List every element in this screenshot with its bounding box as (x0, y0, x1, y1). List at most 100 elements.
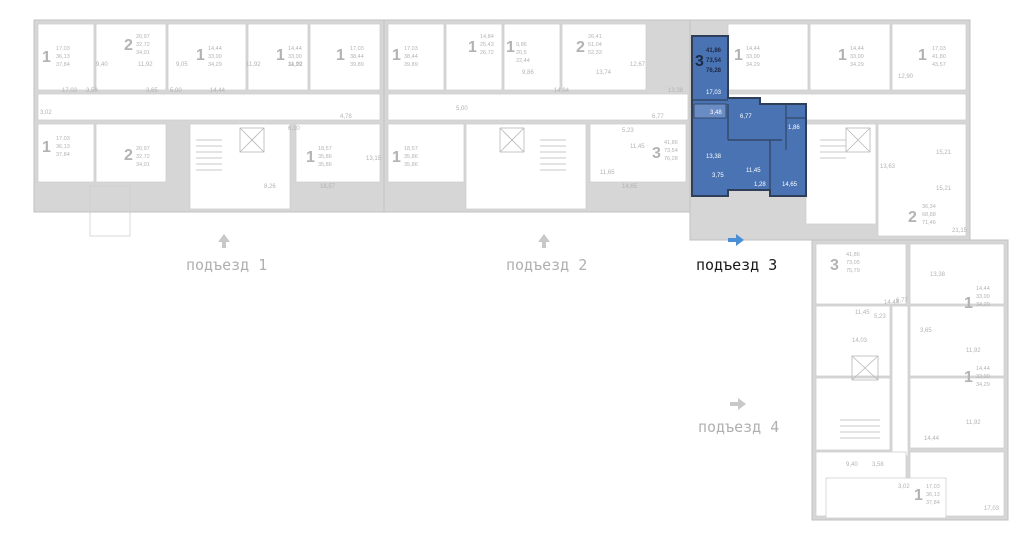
apartment-cell[interactable] (909, 243, 1005, 305)
apartment-area: 35,86 (404, 154, 418, 160)
apartment-area: 76,28 (664, 156, 678, 162)
apartment-cell[interactable] (909, 377, 1005, 449)
apartment-area: 73,05 (846, 260, 860, 266)
room-area: 3,48 (710, 110, 722, 116)
apartment-cell[interactable] (37, 123, 95, 183)
svg-text:3,65: 3,65 (146, 88, 158, 94)
apartment-area: 34,01 (136, 162, 150, 168)
svg-text:3,02: 3,02 (40, 110, 52, 116)
apartment-area: 17,03 (56, 136, 70, 142)
highlighted-area-living: 41,86 (706, 48, 722, 54)
apartment-cell[interactable] (589, 123, 687, 183)
apartment-rooms: 1 (838, 47, 847, 64)
entrance-2[interactable]: подъезд 2 (506, 234, 587, 274)
apartment-cell[interactable] (95, 123, 167, 183)
svg-text:3,58: 3,58 (872, 462, 884, 468)
apartment-cell[interactable] (387, 23, 445, 91)
svg-text:11,92: 11,92 (966, 420, 981, 426)
apartment-cell[interactable] (37, 23, 95, 91)
svg-text:17,03: 17,03 (62, 88, 78, 94)
apartment-cell[interactable] (825, 477, 947, 519)
entrance-3[interactable]: подъезд 3 (696, 234, 777, 274)
apartment-area: 20,97 (136, 146, 150, 152)
apartment-area: 37,84 (926, 500, 940, 506)
apartment-cell[interactable] (727, 23, 809, 91)
apartment-area: 73,54 (664, 148, 678, 154)
arrow-right-icon (728, 234, 744, 246)
apartment-area: 33,00 (746, 54, 760, 60)
apartment-area: 39,89 (404, 62, 418, 68)
apartment-area: 52,33 (588, 50, 602, 56)
apartment-rooms: 1 (392, 47, 401, 64)
apartment-area: 36,13 (56, 54, 70, 60)
apartment-cell[interactable] (167, 23, 247, 91)
apartment-area: 18,57 (404, 146, 418, 152)
apartment-cell[interactable] (891, 23, 967, 91)
apartment-area: 34,29 (746, 62, 760, 68)
entrance-label: подъезд 1 (186, 256, 267, 274)
highlighted-rooms-count: 3 (695, 53, 704, 70)
apartment-cell[interactable] (247, 23, 309, 91)
svg-text:11,92: 11,92 (246, 62, 261, 68)
apartment-cell[interactable] (309, 23, 381, 91)
apartment-rooms: 3 (652, 145, 661, 162)
apartment-area: 32,72 (136, 42, 150, 48)
highlighted-apartment[interactable]: 3 41,86 73,54 76,28 17,03 6,77 13,38 11,… (691, 35, 807, 197)
apartment-cell[interactable] (809, 23, 891, 91)
apartment-area: 35,86 (404, 162, 418, 168)
svg-text:11,92: 11,92 (966, 348, 981, 354)
svg-text:6,77: 6,77 (652, 114, 664, 120)
apartment-cell[interactable] (445, 23, 503, 91)
apartment-area: 37,84 (56, 152, 70, 158)
entrance-4[interactable]: подъезд 4 (698, 398, 779, 436)
entrance-label: подъезд 2 (506, 256, 587, 274)
apartment-cell[interactable] (95, 23, 167, 91)
apartment-rooms: 1 (964, 295, 973, 312)
apartment-cell[interactable] (909, 305, 1005, 377)
svg-text:14,44: 14,44 (884, 300, 900, 306)
apartment-rooms: 3 (830, 257, 839, 274)
room-area: 13,38 (706, 154, 722, 160)
svg-text:14,65: 14,65 (622, 184, 638, 190)
entrance-1[interactable]: подъезд 1 (186, 234, 267, 274)
svg-text:6,10: 6,10 (288, 126, 300, 132)
apartment-area: 14,44 (976, 366, 990, 372)
apartment-area: 41,86 (846, 252, 860, 258)
apartment-cell[interactable] (877, 123, 967, 237)
apartment-area: 32,72 (136, 154, 150, 160)
apartment-area: 25,43 (480, 42, 494, 48)
room-labels: 17,03 9,40 3,58 3,02 11,92 9,05 5,00 3,6… (40, 62, 1000, 512)
svg-text:18,57: 18,57 (320, 184, 336, 190)
svg-text:9,40: 9,40 (96, 62, 108, 68)
svg-text:12,67: 12,67 (630, 62, 646, 68)
apartment-area: 33,00 (850, 54, 864, 60)
apartment-area: 34,29 (976, 302, 990, 308)
svg-text:5,00: 5,00 (170, 88, 182, 94)
apartment-area: 9,86 (516, 42, 527, 48)
apartment-area: 22,44 (516, 58, 530, 64)
apartment-area: 34,01 (136, 50, 150, 56)
svg-text:9,40: 9,40 (846, 462, 858, 468)
svg-text:14,44: 14,44 (924, 436, 940, 442)
apartment-area: 71,46 (922, 220, 936, 226)
highlighted-area-total: 73,54 (706, 58, 722, 64)
apartment-cell[interactable] (503, 23, 561, 91)
apartment-cell[interactable] (295, 123, 381, 183)
apartment-area: 17,03 (350, 46, 364, 52)
svg-text:14,44: 14,44 (210, 88, 226, 94)
svg-text:5,23: 5,23 (622, 128, 634, 134)
apartment-area: 14,44 (288, 46, 302, 52)
apartment-area: 17,03 (56, 46, 70, 52)
apartment-rooms: 2 (576, 39, 585, 56)
apartment-rooms: 1 (468, 39, 477, 56)
apartment-area: 17,03 (926, 484, 940, 490)
svg-text:13,74: 13,74 (596, 70, 612, 76)
apartment-cell[interactable] (387, 123, 465, 183)
svg-text:13,38: 13,38 (668, 88, 684, 94)
apartment-area: 14,44 (208, 46, 222, 52)
apartment-cell[interactable] (815, 243, 907, 305)
apartment-area: 17,03 (932, 46, 946, 52)
svg-text:15,21: 15,21 (936, 150, 952, 156)
apartment-cell[interactable] (561, 23, 647, 91)
